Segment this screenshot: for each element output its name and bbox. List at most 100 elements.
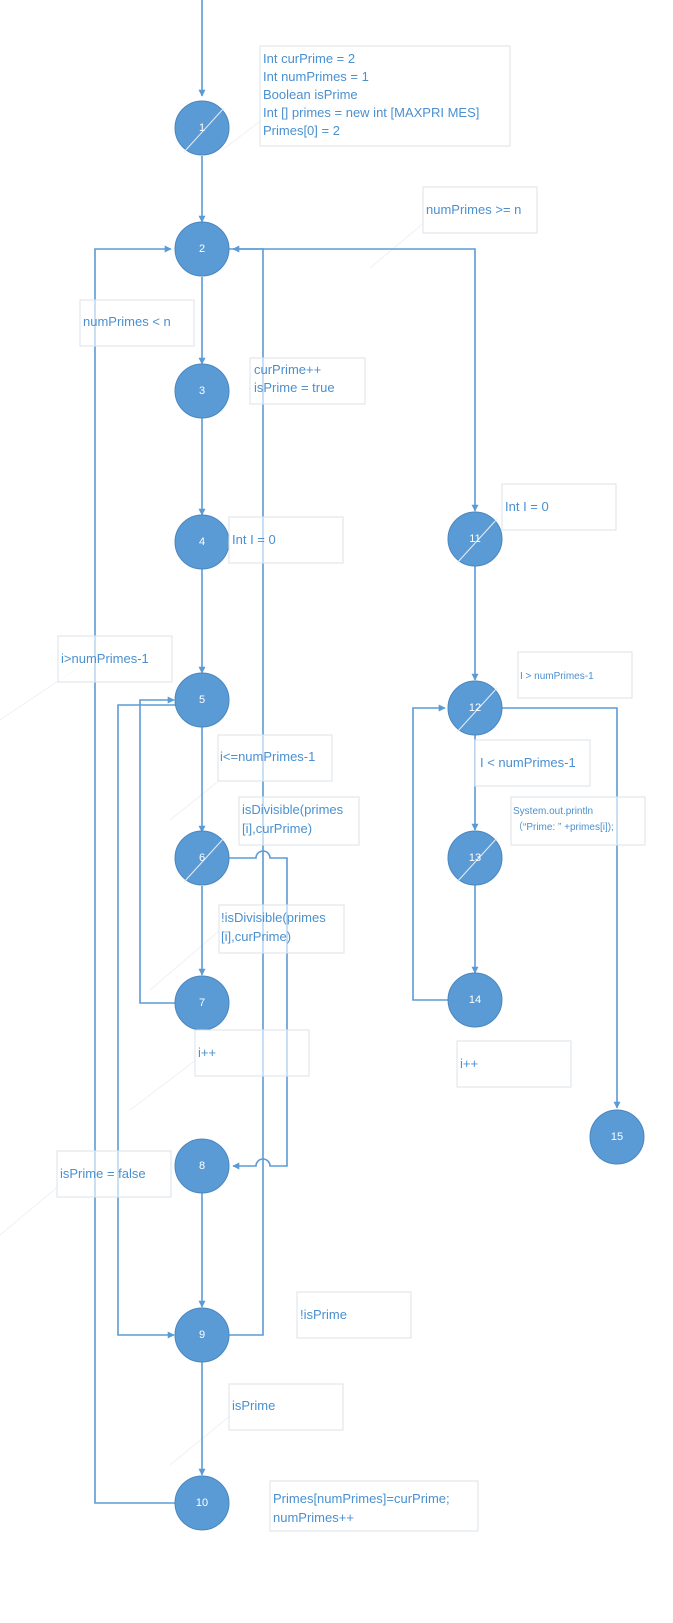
label-num-primes-ge-n: numPrimes >= n (422, 186, 538, 234)
label-text: Int I = 0 (505, 499, 549, 514)
label-line: numPrimes++ (273, 1510, 354, 1525)
label-i-gt-num-primes-right: I > numPrimes-1 (517, 651, 633, 699)
label-line: i++ (198, 1045, 216, 1060)
label-line: Int I = 0 (232, 532, 276, 547)
label-line: I < numPrimes-1 (480, 755, 576, 770)
label-println: System.out.println（“Prime: ” +primes[i])… (510, 796, 646, 846)
label-text: i<=numPrimes-1 (220, 749, 315, 764)
label-line: Int [] primes = new int [MAXPRI MES] (263, 105, 479, 120)
edge-10-2 (94, 245, 177, 1504)
label-line: （“Prime: ” +primes[i]); (513, 821, 614, 833)
label-i-inc-left: i++ (194, 1029, 310, 1077)
node-label: 3 (199, 385, 205, 397)
label-text: isPrime = false (60, 1166, 146, 1181)
label-not-is-prime: !isPrime (296, 1291, 412, 1339)
label-line: isPrime (232, 1398, 275, 1413)
label-line: numPrimes < n (83, 314, 171, 329)
label-box (217, 734, 333, 782)
node-label: 8 (199, 1160, 205, 1172)
label-text: i++ (460, 1056, 478, 1071)
label-text: isPrime (232, 1398, 275, 1413)
node-label: 5 (199, 694, 205, 706)
node-14: 14 (447, 972, 503, 1028)
label-text: I > numPrimes-1 (520, 671, 594, 682)
edge-7-5 (139, 696, 177, 1004)
label-int-i-zero-left: Int I = 0 (228, 516, 344, 564)
node-label: 11 (469, 533, 480, 545)
label-text: Int I = 0 (232, 532, 276, 547)
label-line: isPrime = false (60, 1166, 146, 1181)
node-label: 9 (199, 1329, 205, 1341)
node-4: 4 (174, 514, 230, 570)
label-cur-prime-inc: curPrime++ isPrime = true (249, 357, 366, 405)
node-label: 6 (199, 852, 205, 864)
node-circle (174, 363, 230, 419)
callout-connectors (0, 119, 426, 1466)
label-text: numPrimes < n (83, 314, 171, 329)
label-i-le-num-primes: i<=numPrimes-1 (217, 734, 333, 782)
label-box (517, 651, 633, 699)
label-box (259, 45, 511, 147)
node-circle (447, 972, 503, 1028)
node-7: 7 (174, 975, 230, 1031)
label-box (228, 516, 344, 564)
label-line: Int I = 0 (505, 499, 549, 514)
node-2: 2 (174, 221, 230, 277)
label-text: System.out.println（“Prime: ” +primes[i])… (513, 806, 614, 833)
label-not-is-divisible: !isDivisible(primes [i],curPrime) (218, 904, 345, 954)
label-line: i>numPrimes-1 (61, 651, 149, 666)
label-text: !isDivisible(primes [i],curPrime) (221, 910, 326, 944)
label-is-divisible: isDivisible(primes[i],curPrime) (238, 796, 360, 846)
label-line: Primes[numPrimes]=curPrime; (273, 1491, 450, 1506)
edge-14-12 (412, 704, 448, 1001)
node-circle (589, 1109, 645, 1165)
label-box (238, 796, 360, 846)
edge-9-2 (229, 245, 264, 1336)
label-line: [i],curPrime) (221, 929, 291, 944)
label-text: Primes[numPrimes]=curPrime; numPrimes++ (273, 1491, 450, 1525)
label-line: curPrime++ (254, 362, 321, 377)
node-label: 14 (469, 994, 481, 1006)
node-1: 1 (174, 100, 230, 156)
label-line: !isDivisible(primes (221, 910, 326, 925)
edges (94, 0, 621, 1504)
label-text: numPrimes >= n (426, 202, 521, 217)
label-box (218, 904, 345, 954)
node-label: 10 (196, 1497, 208, 1509)
label-text: curPrime++ isPrime = true (254, 362, 335, 395)
label-text: i++ (198, 1045, 216, 1060)
node-12: 12 (447, 680, 503, 736)
node-circle (174, 1475, 230, 1531)
label-box (249, 357, 366, 405)
node-13: 13 (447, 830, 503, 886)
edge-6-8 (229, 850, 288, 1170)
label-line: isPrime = true (254, 380, 335, 395)
node-10: 10 (174, 1475, 230, 1531)
node-label: 4 (199, 536, 205, 548)
label-text: !isPrime (300, 1307, 347, 1322)
label-primes-assign: Primes[numPrimes]=curPrime; numPrimes++ (269, 1480, 479, 1532)
node-15: 15 (589, 1109, 645, 1165)
label-box (269, 1480, 479, 1532)
label-line: numPrimes >= n (426, 202, 521, 217)
label-line: Int numPrimes = 1 (263, 69, 369, 84)
node-label: 12 (469, 702, 481, 714)
label-i-gt-num-primes-left: i>numPrimes-1 (57, 635, 173, 683)
label-line: i++ (460, 1056, 478, 1071)
label-line: [i],curPrime) (242, 821, 312, 836)
node-label: 15 (611, 1131, 623, 1143)
node-circle (174, 100, 230, 156)
label-line: !isPrime (300, 1307, 347, 1322)
label-is-prime-false: isPrime = false (56, 1150, 172, 1198)
label-box (510, 796, 646, 846)
label-text: i>numPrimes-1 (61, 651, 149, 666)
node-label: 1 (199, 122, 205, 134)
label-box (296, 1291, 412, 1339)
label-line: I > numPrimes-1 (520, 671, 594, 682)
node-circle (174, 1138, 230, 1194)
edge-12-15 (502, 707, 621, 1109)
node-8: 8 (174, 1138, 230, 1194)
